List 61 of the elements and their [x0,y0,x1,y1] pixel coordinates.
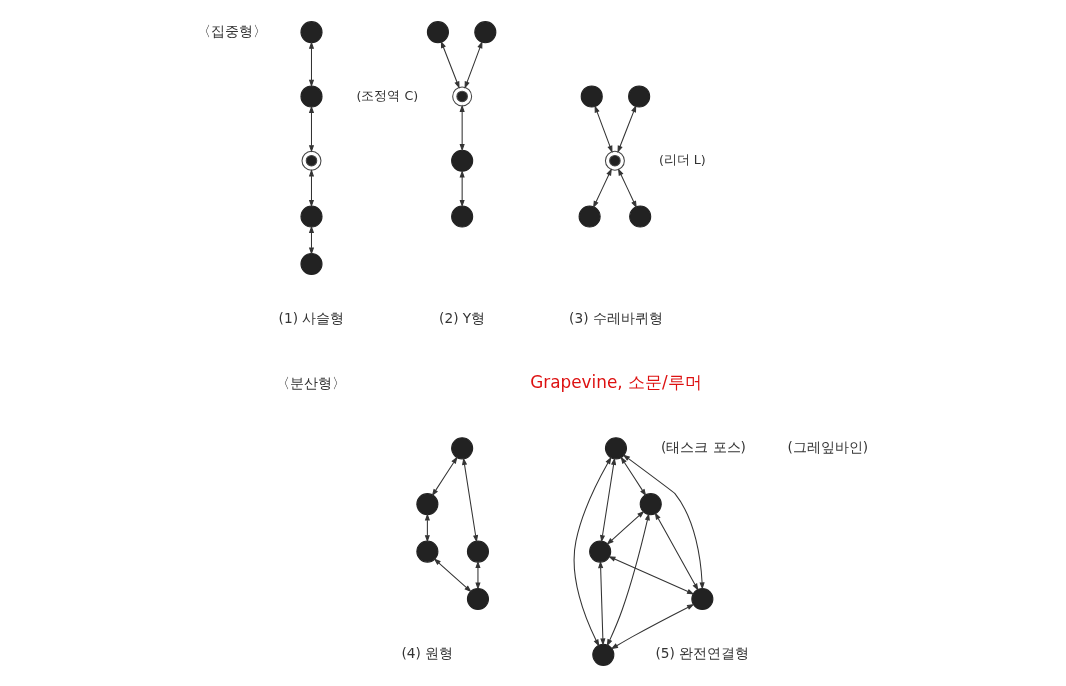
arrow [433,557,472,592]
arrow [606,510,645,545]
node-circle [639,492,662,515]
arrow [620,455,647,496]
node-label: (조정역 C) [356,87,419,103]
arrow [462,457,479,543]
arrow [308,168,315,207]
arrow [431,455,458,496]
node-circle [629,205,652,228]
node-circle [474,20,497,43]
label: 〈집중형〉 [197,22,268,39]
label: (5) 완전연결형 [655,644,750,661]
arrow [593,167,612,208]
arrow [459,169,465,207]
arrow [610,603,695,649]
node-circle [580,84,603,107]
arrow [654,511,699,591]
node-circle [451,149,474,172]
label: 〈분산형〉 [276,374,347,391]
node-circle [578,205,601,228]
arrow [608,555,695,594]
arrow [459,104,465,151]
node-ring [301,150,322,171]
label: (3) 수레바퀴형 [569,309,663,326]
node-label: (리더 L) [658,151,706,167]
node-circle [300,205,323,228]
arrow [464,40,483,89]
label: (태스크 포스) [660,438,746,455]
node-circle [589,540,612,563]
arrow [475,560,481,590]
arrow [617,104,637,153]
node-circle [604,436,628,459]
arrow [594,104,613,153]
node-circle [451,205,474,228]
arrow [598,560,606,646]
label: (2) Y형 [439,309,486,326]
arrow [606,512,650,647]
node-circle [592,643,615,666]
arrow [617,167,637,208]
arrow [573,456,612,647]
node-circle [451,436,474,459]
arrow [600,457,617,543]
node-circle [628,84,651,107]
node-circle [416,492,439,515]
node-circle [300,84,323,107]
arrow [308,40,315,87]
label: (그레잎바인) [787,438,869,455]
label: Grapevine, 소문/루머 [530,371,702,392]
node-circle [300,252,323,275]
node-circle [300,20,323,43]
arrow [308,105,315,153]
node-circle [426,20,449,43]
label: (4) 원형 [401,644,454,661]
arrow [440,40,460,89]
node-circle [691,587,714,610]
node-circle [466,540,489,563]
arrow [622,453,705,590]
node-circle [466,587,489,610]
label: (1) 사슬형 [278,309,345,326]
node-ring [452,85,473,106]
node-ring [604,150,625,171]
